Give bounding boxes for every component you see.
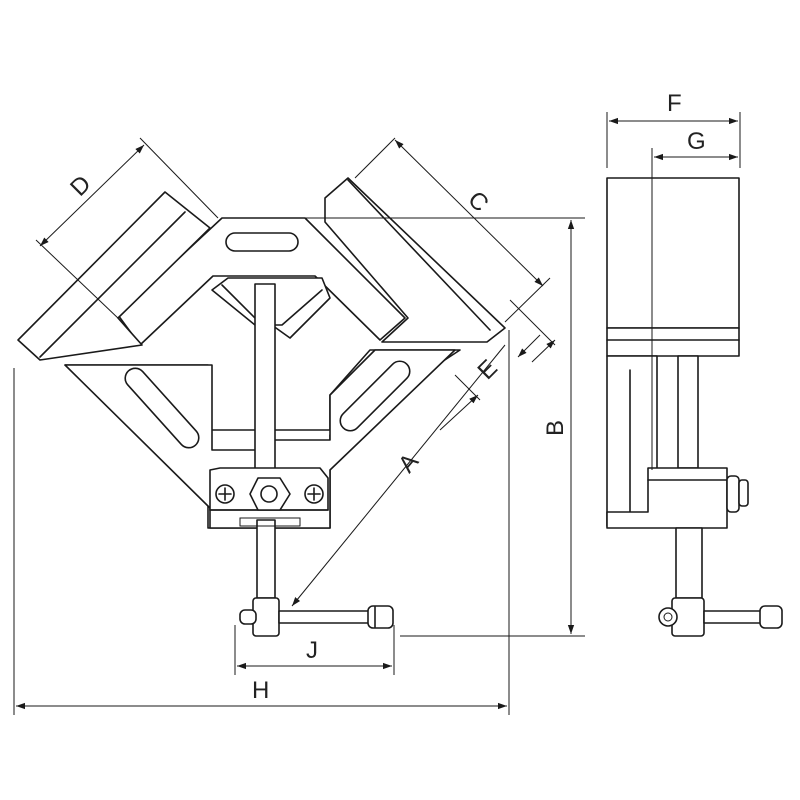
side-handle-end [658, 607, 678, 627]
side-handle-bore [663, 612, 673, 622]
side-set-screw-head [738, 479, 749, 507]
label-h: H [252, 677, 269, 704]
label-j: J [306, 637, 318, 664]
handle-left-knob [239, 609, 257, 625]
dim-d [39, 144, 145, 247]
handle-right-knob [367, 605, 394, 629]
dim-e-top [517, 334, 541, 358]
screw-shaft [256, 519, 276, 599]
label-f: F [667, 90, 682, 117]
side-view [606, 177, 783, 637]
label-c: C [462, 186, 493, 217]
label-b: B [542, 420, 569, 436]
front-view [17, 177, 506, 637]
side-handle-knob [759, 605, 783, 629]
corner-slot [225, 232, 299, 252]
handle-hub [252, 597, 280, 637]
label-g: G [687, 128, 706, 155]
side-screw-housing [677, 355, 699, 469]
side-set-screw [726, 475, 740, 513]
left-jaw-edge [39, 211, 186, 358]
side-screw-shaft [675, 527, 703, 599]
dimensions [13, 112, 741, 715]
right-slot [339, 360, 411, 432]
dim-e-bottom [531, 339, 556, 363]
left-slot [124, 367, 200, 449]
corner-block [117, 217, 406, 346]
dim-a [291, 344, 506, 607]
label-a: A [393, 448, 424, 478]
handle-bar [278, 610, 375, 624]
nut-block-groove [239, 517, 301, 527]
lead-screw [254, 283, 276, 475]
side-handle-bar [703, 610, 767, 624]
side-body-band [606, 327, 740, 357]
dim-e-lower [439, 394, 479, 431]
label-e: E [473, 355, 503, 385]
center-hex-bore [260, 485, 278, 503]
side-body-upper [606, 177, 740, 329]
side-nut-block [606, 467, 728, 529]
dim-c [394, 139, 544, 287]
label-d: D [65, 170, 96, 201]
